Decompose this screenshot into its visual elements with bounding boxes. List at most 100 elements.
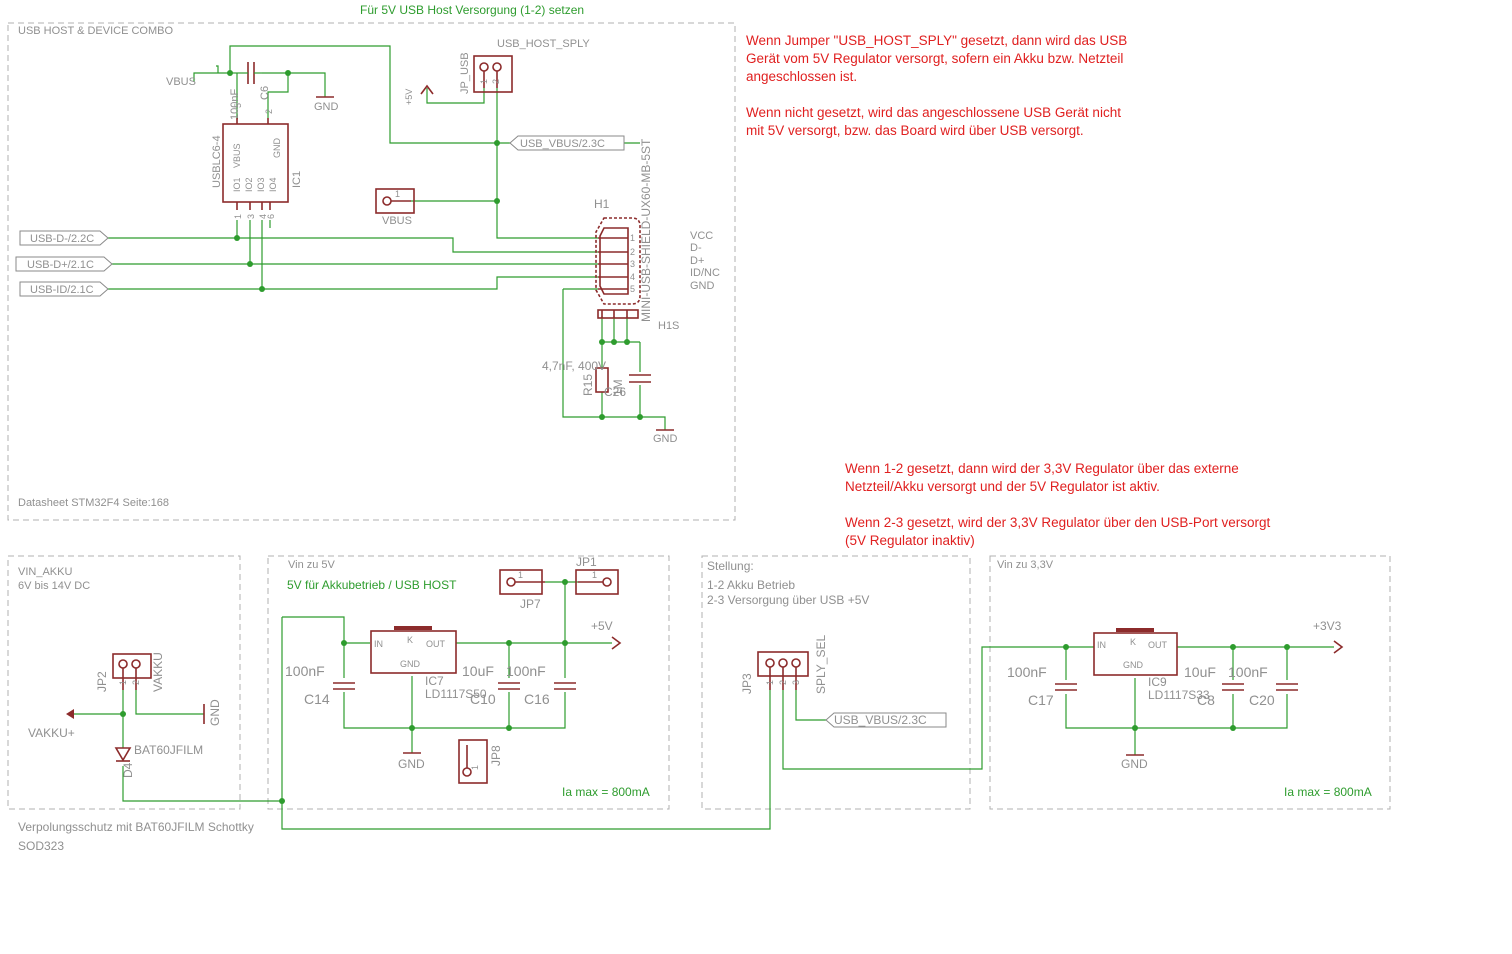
- ic1-value: USBLC6-4: [211, 135, 223, 188]
- svg-text:Wenn nicht gesetzt, wird das a: Wenn nicht gesetzt, wird das angeschloss…: [746, 105, 1121, 120]
- svg-text:+3V3: +3V3: [1313, 619, 1342, 633]
- svg-text:GND: GND: [653, 433, 678, 445]
- ic1-name: IC1: [291, 171, 303, 188]
- svg-text:+5V: +5V: [404, 89, 414, 105]
- gnd-symbol-3v3: GND: [1121, 754, 1148, 771]
- svg-text:LD1117S50: LD1117S50: [425, 687, 487, 701]
- svg-text:1: 1: [118, 680, 128, 685]
- svg-text:2: 2: [264, 109, 274, 114]
- svg-text:1: 1: [470, 765, 480, 770]
- svg-text:K: K: [1130, 637, 1136, 647]
- gnd-symbol-akku: GND: [203, 699, 222, 726]
- svg-text:Netzteil/Akku versorgt und der: Netzteil/Akku versorgt und der 5V Regula…: [845, 479, 1160, 494]
- svg-text:GND: GND: [314, 101, 339, 113]
- resistor-r15: R15 1M: [581, 367, 625, 396]
- regulator-ic7: IN K OUT GND IC7 LD1117S50: [370, 626, 487, 701]
- c26-value: 4,7nF, 400V: [542, 359, 606, 373]
- port-usb-dm: USB-D-/2.2C: [19, 230, 109, 246]
- diode-d4: BAT60JFILM D4: [114, 743, 203, 778]
- ic1-usblc6-4: USBLC6-4 IC1 VBUS GND IO1 IO2 IO3 IO4 5 …: [211, 103, 303, 219]
- svg-text:LD1117S33: LD1117S33: [1148, 688, 1210, 702]
- svg-text:Wenn 1-2 gesetzt, dann wird de: Wenn 1-2 gesetzt, dann wird der 3,3V Reg…: [845, 461, 1239, 476]
- jumper-jp7: 1 JP7: [499, 569, 545, 611]
- stellung-title: Stellung:: [707, 559, 754, 573]
- svg-text:K: K: [407, 635, 413, 645]
- vin-akku-footer2: SOD323: [18, 839, 64, 853]
- svg-text:GND: GND: [1123, 660, 1144, 670]
- red-note-sply-sel: Wenn 1-2 gesetzt, dann wird der 3,3V Reg…: [845, 461, 1270, 548]
- svg-text:1: 1: [395, 189, 400, 199]
- jp-usb-value: USB_HOST_SPLY: [497, 38, 590, 50]
- jumper-jp2: 1 2 JP2 VAKKU: [95, 652, 165, 692]
- svg-text:ID/NC: ID/NC: [690, 267, 720, 279]
- svg-text:1M: 1M: [611, 379, 625, 396]
- h1-value: MINI-USB-SHIELD-UX60-MB-5ST: [639, 138, 653, 322]
- svg-text:Wenn 2-3 gesetzt, wird der 3,3: Wenn 2-3 gesetzt, wird der 3,3V Regulato…: [845, 515, 1270, 530]
- svg-text:USB-D-/2.2C: USB-D-/2.2C: [30, 233, 94, 245]
- svg-text:R15: R15: [581, 374, 595, 396]
- svg-text:GND: GND: [690, 280, 715, 292]
- frame-vin-3v3: [989, 555, 1391, 810]
- svg-text:1: 1: [233, 214, 243, 219]
- c6-name: C6: [259, 86, 271, 100]
- capacitor-c26: 4,7nF, 400V C26: [542, 359, 651, 399]
- port-usb-vbus: USB_VBUS/2.3C: [509, 135, 625, 151]
- svg-text:USB-D+/2.1C: USB-D+/2.1C: [27, 259, 94, 271]
- svg-text:D4: D4: [121, 762, 135, 778]
- jp-usb-name: JP_USB: [459, 52, 471, 94]
- svg-text:IN: IN: [374, 639, 383, 649]
- vin-3v3-imax: Ia max = 800mA: [1284, 785, 1372, 799]
- svg-text:IO1: IO1: [232, 177, 242, 192]
- svg-text:10uF: 10uF: [462, 663, 494, 679]
- stellung-wires: [782, 646, 1066, 770]
- supply-symbol-5v-usb: +5V: [404, 84, 434, 105]
- port-usb-dp: USB-D+/2.1C: [15, 256, 113, 272]
- svg-text:IC7: IC7: [425, 674, 444, 688]
- svg-text:2: 2: [630, 247, 635, 257]
- gnd-symbol-c6: GND: [314, 96, 339, 113]
- svg-text:OUT: OUT: [1148, 640, 1168, 650]
- jumper-jp8: 1 JP8: [458, 739, 503, 784]
- svg-text:JP8: JP8: [489, 745, 503, 766]
- vin-3v3-junctions: [1063, 644, 1290, 731]
- jumper-jp1: 1 JP1: [575, 555, 619, 595]
- svg-text:100nF: 100nF: [1007, 664, 1047, 680]
- svg-text:GND: GND: [400, 659, 421, 669]
- svg-text:USB_VBUS/2.3C: USB_VBUS/2.3C: [834, 713, 927, 727]
- svg-text:(5V Regulator inaktiv): (5V Regulator inaktiv): [845, 533, 975, 548]
- c26-name: C26: [604, 385, 626, 399]
- svg-text:VBUS: VBUS: [232, 143, 242, 168]
- svg-text:GND: GND: [1121, 757, 1148, 771]
- svg-text:VCC: VCC: [690, 230, 713, 242]
- vin-3v3-wires: [1065, 646, 1334, 755]
- svg-text:JP1: JP1: [576, 555, 597, 569]
- supply-symbol-5v: +5V: [591, 619, 622, 650]
- h1-name: H1: [594, 197, 610, 211]
- vakku-net-symbol: VAKKU+: [28, 709, 75, 740]
- svg-text:5: 5: [233, 103, 243, 108]
- jumper-jp3-sply-sel: 1 2 3 JP3 SPLY_SEL: [740, 635, 828, 694]
- svg-text:D-: D-: [690, 242, 702, 254]
- stellung-line2: 2-3 Versorgung über USB +5V: [707, 593, 869, 607]
- gnd-symbol-5v: GND: [398, 752, 425, 771]
- svg-text:C14: C14: [304, 691, 330, 707]
- svg-text:1: 1: [592, 570, 597, 580]
- regulator-ic9: IN K OUT GND IC9 LD1117S33: [1093, 628, 1210, 702]
- svg-text:JP3: JP3: [740, 673, 754, 694]
- svg-text:4: 4: [630, 272, 635, 282]
- svg-text:VAKKU: VAKKU: [151, 652, 165, 692]
- capacitor-c16: 100nF C16: [506, 663, 576, 707]
- svg-text:4: 4: [258, 214, 268, 219]
- svg-text:C16: C16: [524, 691, 550, 707]
- svg-text:VBUS: VBUS: [382, 215, 412, 227]
- svg-text:JP2: JP2: [95, 671, 109, 692]
- capacitor-c6: 100nF C6: [229, 62, 271, 120]
- frame-vin-akku: [7, 555, 241, 810]
- svg-text:GND: GND: [208, 699, 222, 726]
- svg-text:IO4: IO4: [268, 177, 278, 192]
- svg-text:C20: C20: [1249, 692, 1275, 708]
- port-usb-vbus-2: USB_VBUS/2.3C: [825, 712, 947, 728]
- svg-text:3: 3: [791, 680, 801, 685]
- svg-text:BAT60JFILM: BAT60JFILM: [134, 743, 203, 757]
- svg-text:1: 1: [765, 680, 775, 685]
